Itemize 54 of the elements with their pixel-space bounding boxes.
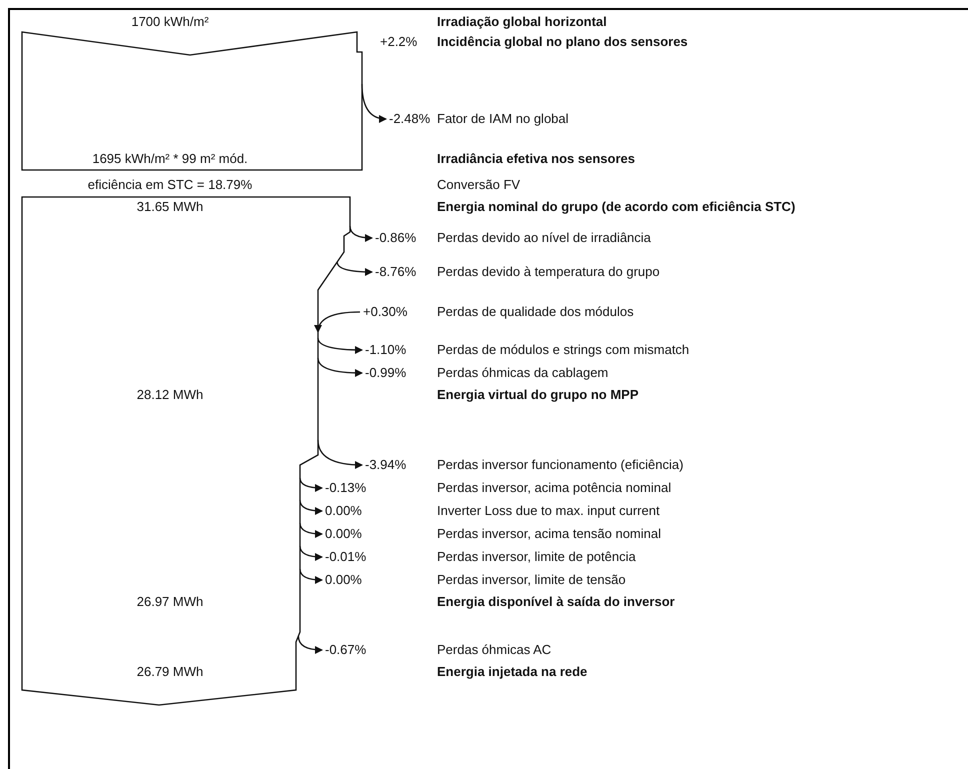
arrow — [299, 478, 323, 492]
arrow — [298, 636, 323, 654]
section-heading: Irradiação global horizontal — [437, 14, 607, 30]
loss-description: Perdas devido ao nível de irradiância — [437, 230, 651, 246]
edge-label: +0.30% — [363, 304, 408, 320]
loss-description: Perdas inversor funcionamento (eficiência) — [437, 457, 684, 473]
arrow — [336, 262, 373, 276]
edge-label: -0.86% — [375, 230, 416, 246]
loss-description: +2.2% — [380, 34, 418, 50]
arrow — [314, 311, 360, 333]
edge-label: -0.67% — [325, 642, 366, 658]
edge-label: -8.76% — [375, 264, 416, 280]
loss-description: Conversão FV — [437, 177, 520, 193]
loss-description: Perdas de qualidade dos módulos — [437, 304, 634, 320]
section-heading: Energia virtual do grupo no MPP — [437, 387, 639, 403]
loss-description: Perdas inversor, limite de tensão — [437, 572, 626, 588]
edge-label: 0.00% — [325, 503, 362, 519]
note-text: eficiência em STC = 18.79% — [88, 177, 252, 193]
edge-label: -3.94% — [365, 457, 406, 473]
section-heading: Energia nominal do grupo (de acordo com eficiência STC) — [437, 199, 796, 215]
loss-description: Perdas inversor, acima potência nominal — [437, 480, 672, 496]
section-heading: Irradiância efetiva nos sensores — [437, 151, 635, 167]
loss-description: Perdas de módulos e strings com mismatch — [437, 342, 690, 358]
section-heading: Energia disponível à saída do inversor — [437, 594, 675, 610]
loss-description: Perdas inversor, limite de potência — [437, 549, 636, 565]
section-heading: Incidência global no plano dos sensores — [437, 34, 688, 50]
value-label: 1695 kWh/m² * 99 m² mód. — [92, 151, 248, 167]
value-label: 26.97 MWh — [136, 594, 204, 610]
arrow — [299, 568, 323, 584]
arrow — [317, 358, 363, 377]
loss-description: Perdas devido à temperatura do grupo — [437, 264, 660, 280]
arrow — [299, 500, 323, 515]
loss-description: Perdas óhmicas AC — [437, 642, 552, 658]
arrow — [299, 546, 323, 561]
loss-description: Inverter Loss due to max. input current — [437, 503, 660, 519]
edge-label: -0.01% — [325, 549, 366, 565]
value-label: 31.65 MWh — [136, 199, 204, 215]
arrow — [349, 226, 373, 242]
edge-label: 0.00% — [325, 526, 362, 542]
edge-label: 0.00% — [325, 572, 362, 588]
arrow — [299, 522, 323, 538]
edge-label: -1.10% — [365, 342, 406, 358]
value-label: 28.12 MWh — [136, 387, 204, 403]
edge-label: -0.99% — [365, 365, 406, 381]
loss-description: Perdas óhmicas da cablagem — [437, 365, 608, 381]
arrow — [317, 338, 363, 354]
arrow — [317, 440, 363, 469]
edge-label: -0.13% — [325, 480, 366, 496]
loss-description: Perdas inversor, acima tensão nominal — [437, 526, 662, 542]
value-label: 1700 kWh/m² — [131, 14, 209, 30]
loss-description: Fator de IAM no global — [437, 111, 569, 127]
section-heading: Energia injetada na rede — [437, 664, 588, 680]
value-label: 26.79 MWh — [136, 664, 204, 680]
edge-label: -2.48% — [389, 111, 430, 127]
